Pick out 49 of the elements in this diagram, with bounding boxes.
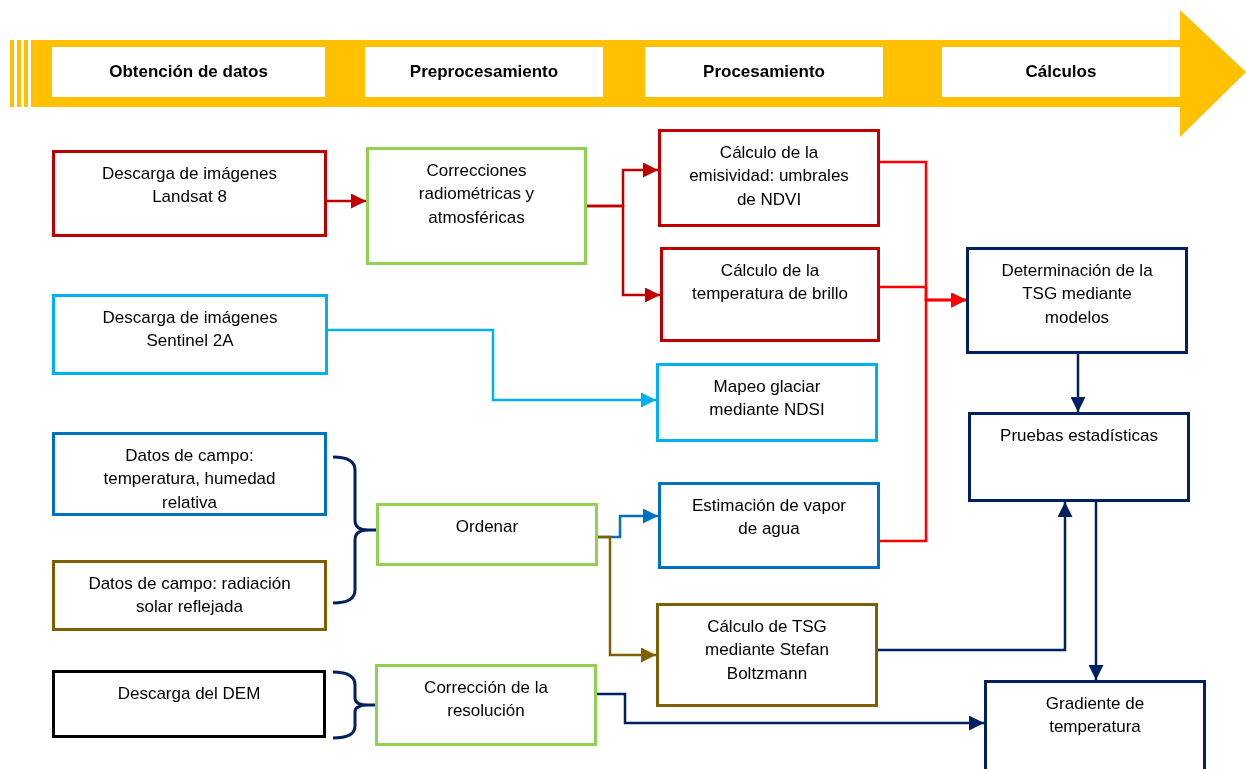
process-label: Correcciones radiométricas y atmosféricas (417, 160, 536, 229)
process-label: Descarga de imágenes Landsat 8 (101, 163, 278, 209)
arrow (587, 204, 660, 303)
stage-box (365, 47, 603, 97)
process-box (656, 603, 878, 707)
process-label: Datos de campo: radiación solar reflejada (87, 573, 292, 619)
process-box (52, 670, 326, 738)
stage-label: Cálculos (1025, 62, 1097, 82)
arrow (597, 692, 984, 731)
process-box (376, 503, 598, 566)
arrow (327, 193, 366, 209)
process-label: Gradiente de temperatura (1044, 693, 1146, 739)
process-label: Ordenar (455, 516, 519, 538)
stage-label: Obtención de datos (109, 62, 268, 82)
process-label: Pruebas estadísticas (1000, 425, 1158, 447)
process-label: Determinación de la TSG mediante modelos (1000, 260, 1154, 329)
process-box (656, 363, 878, 442)
stage-box (645, 47, 883, 97)
process-box (966, 247, 1188, 354)
process-box (52, 294, 328, 375)
process-box (968, 412, 1190, 502)
process-box (52, 432, 327, 516)
arrow (328, 328, 656, 408)
process-box (658, 482, 880, 569)
stage-label: Preprocesamiento (409, 62, 559, 82)
process-box (375, 664, 597, 746)
stage-box (942, 47, 1180, 97)
process-label: Corrección de la resolución (423, 677, 549, 723)
process-label: Cálculo de la emisividad: umbrales de NDVI (688, 142, 850, 211)
arrow (598, 535, 656, 663)
process-box (984, 680, 1206, 769)
process-box (660, 247, 880, 342)
process-label: Descarga del DEM (117, 683, 261, 705)
arrow (878, 502, 1073, 652)
process-box (658, 129, 880, 227)
process-box (366, 147, 587, 265)
arrow (880, 292, 966, 543)
process-box (52, 560, 327, 631)
process-label: Cálculo de la temperatura de brillo (691, 260, 849, 306)
process-box (52, 150, 327, 237)
arrow (1088, 502, 1104, 680)
process-label: Estimación de vapor de agua (691, 495, 847, 541)
stage-label: Procesamiento (703, 62, 825, 82)
process-label: Cálculo de TSG mediante Stefan Boltzmann (704, 616, 830, 685)
process-label: Mapeo glaciar mediante NDSI (708, 376, 826, 422)
stage-box (52, 47, 325, 97)
process-label: Descarga de imágenes Sentinel 2A (101, 307, 279, 353)
arrow (1070, 354, 1086, 412)
process-label: Datos de campo: temperatura, humedad relativa (102, 445, 277, 514)
